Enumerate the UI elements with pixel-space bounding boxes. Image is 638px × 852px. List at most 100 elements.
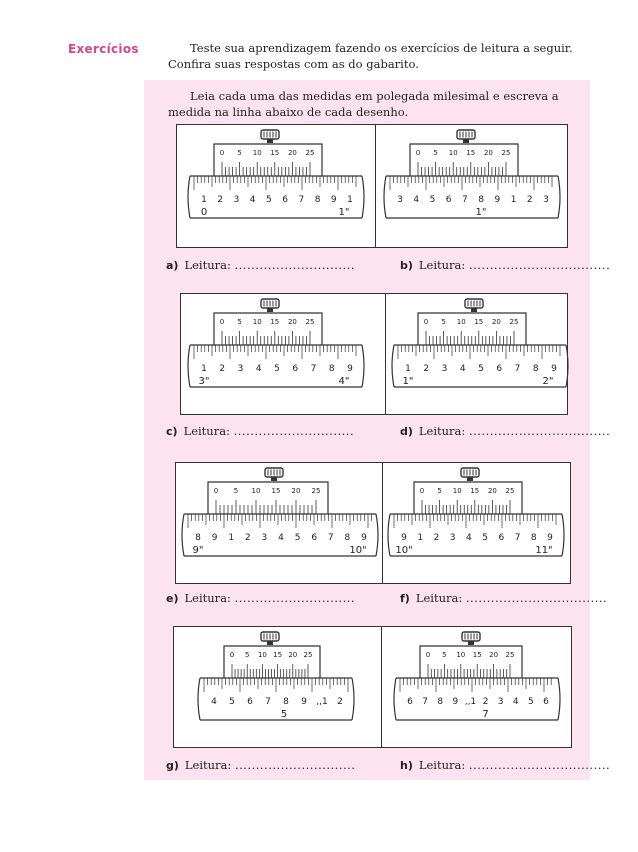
- main-scale-label: 9: [401, 533, 407, 543]
- vernier-scale-label: 0: [230, 651, 234, 659]
- main-scale-label: 7: [311, 364, 317, 374]
- scale-right-break: [561, 513, 565, 557]
- main-scale-label: 4: [256, 364, 262, 374]
- vernier-scale-label: 10: [258, 651, 267, 659]
- knob-stem: [267, 641, 273, 645]
- main-scale-label: 5: [478, 364, 484, 374]
- exercise-letter: h): [400, 759, 413, 772]
- main-scale-label: 6: [282, 195, 288, 205]
- main-scale-label: 2: [434, 533, 440, 543]
- vernier-scale-label: 15: [270, 318, 279, 326]
- vernier-scale-label: 0: [416, 149, 420, 157]
- scale-right-break: [557, 175, 561, 219]
- main-scale-label: 6: [311, 533, 317, 543]
- main-scale-label: ,,1: [316, 697, 327, 707]
- vernier-frame: [223, 645, 321, 678]
- main-scale-label: 2: [219, 364, 225, 374]
- scale-right-break: [351, 677, 355, 721]
- answer-blank[interactable]: .............................: [234, 591, 356, 605]
- answer-label: Leitura:: [418, 258, 466, 272]
- vernier-scale-label: 0: [424, 318, 428, 326]
- inch-label: 3": [199, 376, 210, 387]
- answer-line-g: g)Leitura: .............................: [166, 758, 355, 772]
- vernier-scale-label: 20: [484, 149, 493, 157]
- vernier-scale-label: 0: [220, 318, 224, 326]
- figure-box-row-1: [176, 124, 568, 248]
- main-scale-label: 9: [494, 195, 500, 205]
- main-scale-label: 8: [315, 195, 321, 205]
- answer-blank[interactable]: .............................: [233, 424, 355, 438]
- vernier-scale-label: 10: [456, 651, 465, 659]
- main-scale-label: 5: [274, 364, 280, 374]
- answer-blank[interactable]: .............................: [234, 758, 356, 772]
- vernier-frame: [417, 312, 527, 345]
- main-scale-label: 8: [283, 697, 289, 707]
- answer-blank[interactable]: ..................................: [465, 591, 608, 605]
- answer-label: Leitura:: [183, 424, 230, 438]
- vernier-scale-label: 15: [473, 651, 482, 659]
- main-scale-label: 2: [527, 195, 533, 205]
- vernier-scale-label: 10: [453, 487, 462, 495]
- inch-label: 9": [193, 545, 204, 556]
- vernier-scale-label: 10: [252, 487, 261, 495]
- main-scale-label: 8: [478, 195, 484, 205]
- main-scale-label: 6: [496, 364, 502, 374]
- vernier-scale-label: 5: [245, 651, 249, 659]
- answer-blank[interactable]: ..................................: [468, 758, 611, 772]
- main-scale-label: 9: [331, 195, 337, 205]
- main-scale-label: 1: [511, 195, 517, 205]
- main-scale-label: 2: [217, 195, 223, 205]
- answer-blank[interactable]: ..................................: [468, 258, 611, 272]
- inch-label: 0: [201, 207, 207, 218]
- vernier-scale-label: 10: [449, 149, 458, 157]
- main-scale-label: 3: [238, 364, 244, 374]
- main-scale-label: 2: [337, 697, 343, 707]
- inch-label: 10": [349, 545, 366, 556]
- vernier-frame: [207, 481, 329, 514]
- main-scale-label: 3: [397, 195, 403, 205]
- vernier-scale-label: 20: [288, 149, 297, 157]
- vernier-scale-label: 10: [253, 149, 262, 157]
- scale-left-break: [383, 175, 387, 219]
- main-scale-label: 7: [328, 533, 334, 543]
- main-scale-label: 1: [228, 533, 234, 543]
- main-scale-label: 6: [446, 195, 452, 205]
- main-scale-label: 4: [278, 533, 284, 543]
- answer-line-b: b)Leitura: .............................…: [400, 258, 610, 272]
- vernier-scale-label: 5: [234, 487, 238, 495]
- answer-label: Leitura:: [184, 758, 232, 772]
- vernier-scale-label: 15: [474, 318, 483, 326]
- vernier-scale-label: 25: [506, 651, 515, 659]
- main-scale-label: 4: [460, 364, 466, 374]
- main-scale-label: 5: [295, 533, 301, 543]
- main-scale-label: 4: [211, 697, 217, 707]
- answer-blank[interactable]: ..................................: [468, 424, 611, 438]
- exercise-letter: f): [400, 592, 410, 605]
- answer-line-e: e)Leitura: .............................: [166, 591, 355, 605]
- scale-left-break: [387, 513, 391, 557]
- vernier-scale-label: 25: [502, 149, 511, 157]
- scale-right-break: [361, 344, 365, 388]
- inch-label: 2": [543, 376, 554, 387]
- main-scale-label: 7: [515, 533, 521, 543]
- main-scale-label: 5: [528, 697, 534, 707]
- vernier-scale-label: 15: [466, 149, 475, 157]
- answer-blank[interactable]: .............................: [234, 258, 356, 272]
- vernier-scale-label: 0: [220, 149, 224, 157]
- main-scale-label: 1: [347, 195, 353, 205]
- main-scale-label: 7: [515, 364, 521, 374]
- vernier-scale-label: 20: [492, 318, 501, 326]
- scale-right-break: [557, 677, 561, 721]
- vernier-scale-label: 25: [506, 487, 515, 495]
- inch-label: 1": [339, 207, 350, 218]
- vernier-scale-label: 20: [288, 318, 297, 326]
- main-scale-label: 9: [301, 697, 307, 707]
- scale-left-break: [187, 344, 191, 388]
- main-scale-label: 4: [513, 697, 519, 707]
- exercise-letter: e): [166, 592, 179, 605]
- vernier-scale-label: 5: [433, 149, 437, 157]
- knob-stem: [463, 139, 469, 143]
